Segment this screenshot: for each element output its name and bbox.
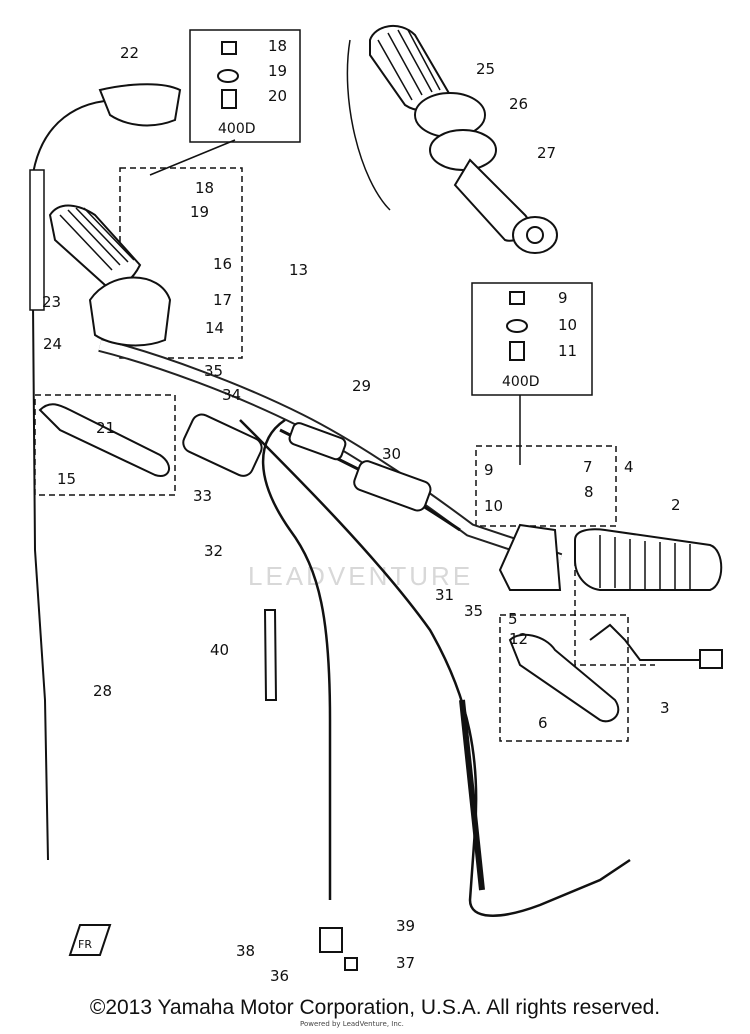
callout: 36	[270, 967, 289, 985]
watermark: LEADVENTURE	[248, 561, 473, 591]
callout: 19	[190, 203, 209, 221]
right-grip	[574, 528, 723, 591]
callout: 17	[213, 291, 232, 309]
callout: 10	[484, 497, 503, 515]
callout: 38	[236, 942, 255, 960]
part-callouts: 22 18 19 20 25 26 27 18 19 16 17 13 14 2…	[42, 37, 681, 985]
callout: 40	[210, 641, 229, 659]
callout: 27	[537, 144, 556, 162]
callout: 14	[205, 319, 224, 337]
cable-adjuster-22	[98, 83, 182, 127]
callout: 18	[268, 37, 287, 55]
inset-box-right	[471, 282, 593, 396]
callout: 29	[352, 377, 371, 395]
left-switch-housing	[88, 276, 172, 347]
callout: 34	[222, 386, 241, 404]
callout: 9	[484, 461, 494, 479]
callout: 28	[93, 682, 112, 700]
callout: 30	[382, 445, 401, 463]
callout: 21	[96, 419, 115, 437]
inset-box-top	[189, 29, 301, 143]
callout: 3	[660, 699, 670, 717]
dashed-box-13	[119, 167, 243, 359]
dashed-box-6	[499, 614, 629, 742]
fr-label: FR	[78, 938, 92, 951]
callout: 7	[583, 458, 593, 476]
callout: 6	[538, 714, 548, 732]
callout: 24	[43, 335, 62, 353]
callout: 15	[57, 470, 76, 488]
callout: 39	[396, 917, 415, 935]
callout: 23	[42, 293, 61, 311]
switch-3	[699, 649, 723, 669]
cable-guide-36	[319, 927, 343, 953]
callout: 37	[396, 954, 415, 972]
callout: 4	[624, 458, 634, 476]
box-label: 400D	[502, 374, 540, 390]
callout: 35	[204, 362, 223, 380]
callout: 19	[268, 62, 287, 80]
callout: 8	[584, 483, 594, 501]
callout: 33	[193, 487, 212, 505]
callout: 11	[558, 342, 577, 360]
callout: 31	[435, 586, 454, 604]
callout: 16	[213, 255, 232, 273]
dashed-box-4	[475, 445, 617, 527]
front-direction-mark	[68, 924, 112, 956]
small-print: Powered by LeadVenture, Inc.	[300, 1020, 404, 1028]
callout: 20	[268, 87, 287, 105]
callout: 12	[509, 630, 528, 648]
callout: 18	[195, 179, 214, 197]
cable-sleeve-33	[182, 413, 263, 477]
callout: 35	[464, 602, 483, 620]
callout: 13	[289, 261, 308, 279]
throttle-grip-assembly	[369, 25, 558, 254]
left-grip	[48, 204, 142, 288]
callout: 22	[120, 44, 139, 62]
callout: 25	[476, 60, 495, 78]
box-label: 400D	[218, 121, 256, 137]
brake-lever	[508, 633, 620, 723]
right-lever-bracket	[498, 523, 562, 591]
callout: 10	[558, 316, 577, 334]
callout: 32	[204, 542, 223, 560]
cable-band-40	[263, 609, 278, 701]
callout: 5	[508, 610, 518, 628]
clutch-lever	[38, 403, 170, 477]
callout: 9	[558, 289, 568, 307]
callout: 2	[671, 496, 681, 514]
throttle-cable-long	[261, 418, 332, 900]
copyright-footer: ©2013 Yamaha Motor Corporation, U.S.A. A…	[89, 996, 661, 1019]
callout: 26	[509, 95, 528, 113]
throttle-outline	[346, 39, 391, 211]
